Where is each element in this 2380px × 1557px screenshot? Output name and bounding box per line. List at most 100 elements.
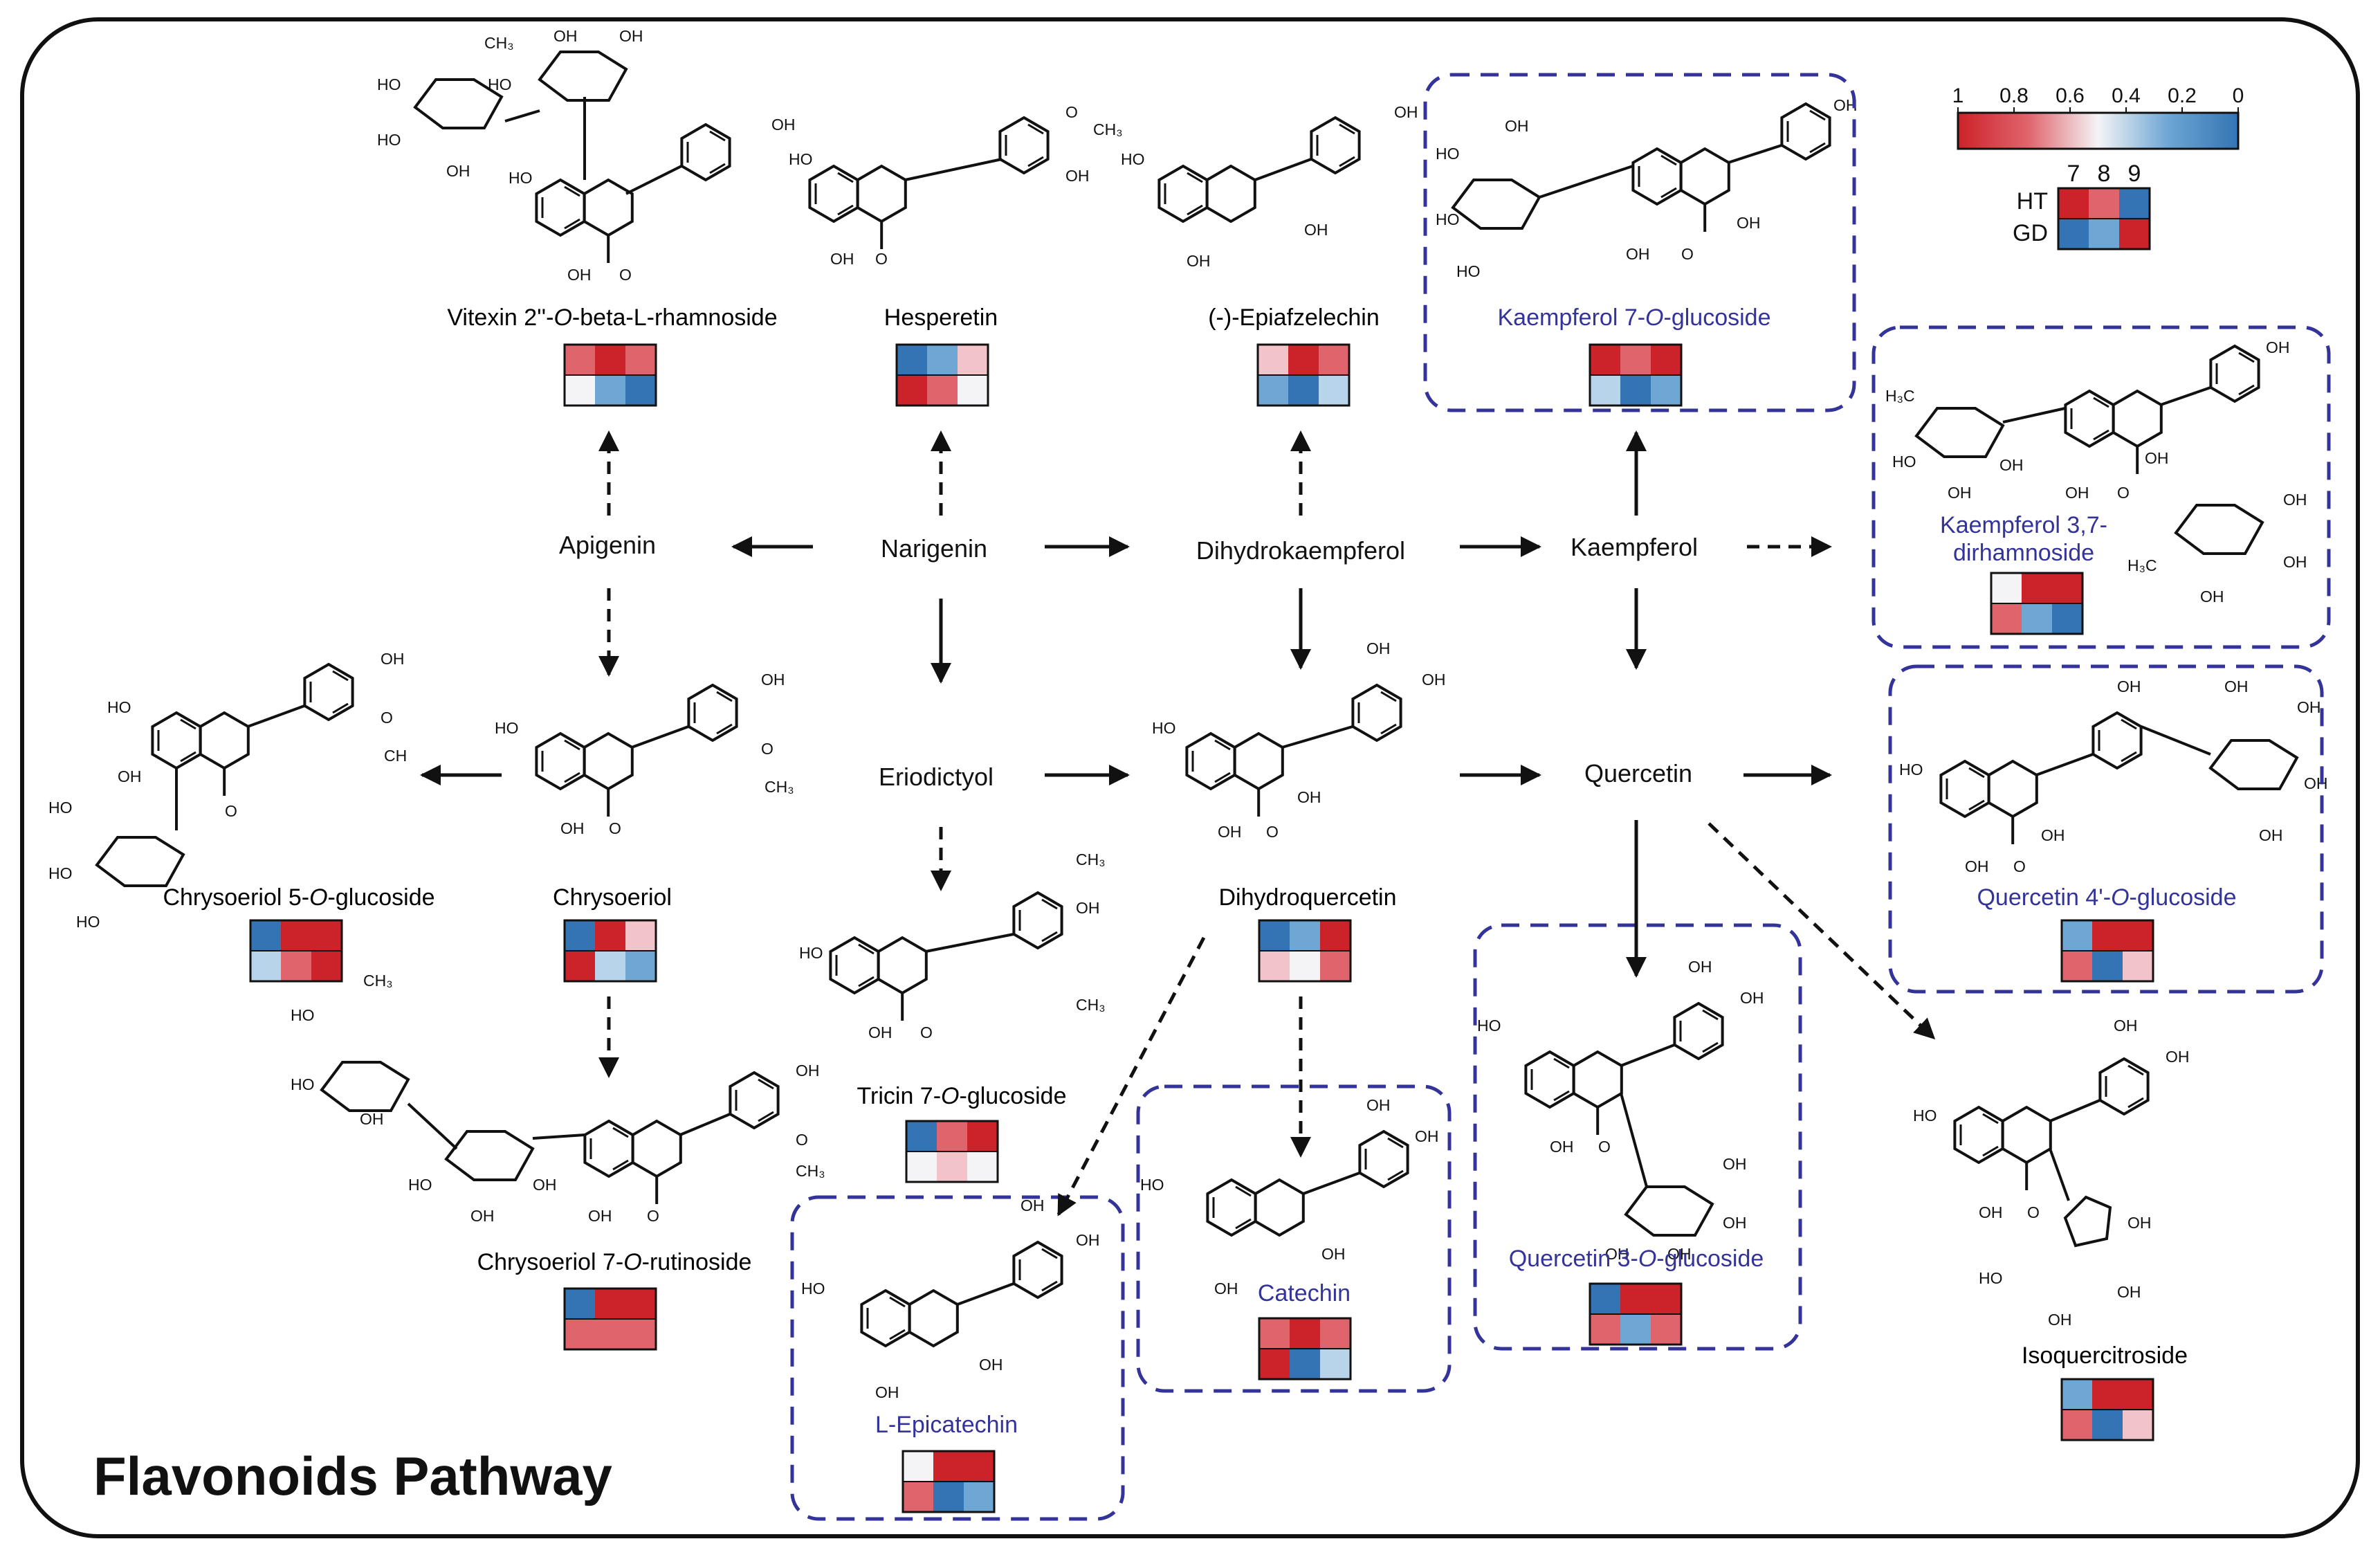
- legend-sample-heatmap: [2057, 187, 2151, 251]
- label-quercetin-4g: Quercetin 4'-O-glucoside: [1977, 884, 2236, 911]
- svg-text:O: O: [920, 1023, 933, 1041]
- heat-cell: [1259, 1318, 1290, 1349]
- heat-cell: [2052, 573, 2082, 603]
- svg-text:OH: OH: [1740, 989, 1764, 1007]
- label-c7r-b: -rutinoside: [642, 1249, 752, 1275]
- box-quercetin-4g: [1888, 664, 2324, 994]
- svg-text:OH: OH: [1020, 1196, 1045, 1214]
- heat-cell: [2062, 1379, 2092, 1410]
- svg-text:OH: OH: [1999, 456, 2024, 474]
- heat-cell: [2092, 951, 2123, 981]
- svg-text:OH: OH: [1366, 639, 1391, 657]
- heat-cell: [1320, 951, 1351, 981]
- svg-text:O: O: [225, 802, 237, 820]
- heat-cell: [1620, 375, 1651, 406]
- svg-text:O: O: [796, 1131, 808, 1149]
- heatmap-kaemp37: [1990, 572, 2084, 635]
- svg-text:CH₃: CH₃: [484, 34, 514, 52]
- heat-cell: [2062, 1410, 2092, 1440]
- heat-cell: [625, 375, 656, 406]
- svg-text:O: O: [647, 1207, 659, 1225]
- heatmap-legend-sample: [2057, 187, 2151, 251]
- heat-cell: [2119, 219, 2150, 249]
- label-epiafzelechin: (-)-Epiafzelechin: [1208, 304, 1380, 331]
- svg-text:HO: HO: [495, 719, 519, 737]
- svg-text:OH: OH: [1737, 214, 1761, 232]
- heat-cell: [2092, 1410, 2123, 1440]
- svg-text:OH: OH: [2259, 826, 2283, 844]
- diagram-title: Flavonoids Pathway: [93, 1446, 612, 1506]
- svg-text:HO: HO: [48, 799, 73, 817]
- svg-text:HO: HO: [377, 131, 401, 149]
- label-tricin: Tricin 7-O-glucoside: [857, 1083, 1067, 1109]
- legend-tick-label: 0.2: [2168, 84, 2197, 107]
- heatmap-hesperetin: [895, 343, 989, 407]
- heat-cell: [2119, 188, 2150, 219]
- svg-text:OH: OH: [1605, 1245, 1629, 1263]
- heat-cell: [1259, 951, 1290, 981]
- svg-text:CH₃: CH₃: [1076, 850, 1106, 868]
- svg-text:OH: OH: [553, 27, 578, 45]
- outer-frame: [20, 17, 2360, 1538]
- label-tricin-a: Tricin 7-: [857, 1083, 942, 1109]
- heat-cell: [2022, 573, 2052, 603]
- compound-labels: Vitexin 2''-O-beta-L-rhamnoside Hesperet…: [163, 304, 2236, 1438]
- heat-cell: [1320, 1318, 1351, 1349]
- label-k7g-b: -glucoside: [1664, 304, 1771, 331]
- svg-text:OH: OH: [2117, 1283, 2141, 1301]
- svg-text:HO: HO: [1140, 1176, 1164, 1194]
- svg-text:HO: HO: [377, 75, 401, 93]
- heat-cell: [937, 1151, 967, 1182]
- label-q4g-o: O: [2111, 884, 2129, 911]
- svg-text:OH: OH: [1297, 788, 1321, 806]
- svg-text:HO: HO: [1899, 761, 1923, 778]
- heat-cell: [2089, 188, 2119, 219]
- heat-cell: [1651, 375, 1681, 406]
- svg-text:HO: HO: [48, 864, 73, 882]
- svg-text:OH: OH: [2041, 826, 2065, 844]
- heat-cell: [1288, 345, 1319, 375]
- heat-cell: [595, 375, 625, 406]
- heat-cell: [565, 1319, 595, 1349]
- heat-cell: [625, 1319, 656, 1349]
- svg-text:OH: OH: [1065, 167, 1090, 185]
- heat-cell: [2092, 1379, 2123, 1410]
- svg-text:HO: HO: [1152, 719, 1176, 737]
- svg-text:HO: HO: [291, 1006, 315, 1024]
- svg-text:OH: OH: [1321, 1245, 1346, 1263]
- legend-tick-label: 0.8: [1999, 84, 2029, 107]
- heat-cell: [906, 1121, 937, 1151]
- svg-text:HO: HO: [799, 944, 823, 962]
- svg-text:OH: OH: [1218, 823, 1242, 841]
- svg-text:OH: OH: [2283, 491, 2307, 509]
- label-c7r-o: O: [623, 1249, 641, 1275]
- heat-cell: [967, 1151, 998, 1182]
- heatmap-chrys7r: [563, 1287, 657, 1351]
- svg-text:HO: HO: [509, 169, 533, 187]
- heat-cell: [565, 951, 595, 981]
- heat-cell: [625, 1289, 656, 1319]
- svg-text:OH: OH: [2283, 553, 2307, 571]
- svg-text:OH: OH: [1626, 245, 1650, 263]
- arrow-quercetin-isoquer: [1708, 822, 1936, 1040]
- heat-cell: [1290, 951, 1320, 981]
- svg-text:O: O: [619, 266, 632, 284]
- svg-text:OH: OH: [1948, 484, 1972, 502]
- svg-text:OH: OH: [588, 1207, 612, 1225]
- heat-cell: [625, 951, 656, 981]
- heat-cell: [1290, 920, 1320, 951]
- svg-text:HO: HO: [1436, 210, 1460, 228]
- legend-col-label: 7: [2067, 161, 2080, 187]
- heat-cell: [2052, 603, 2082, 634]
- heat-cell: [1620, 345, 1651, 375]
- svg-text:O: O: [875, 250, 888, 268]
- label-k7g-a: Kaempferol 7-: [1498, 304, 1646, 331]
